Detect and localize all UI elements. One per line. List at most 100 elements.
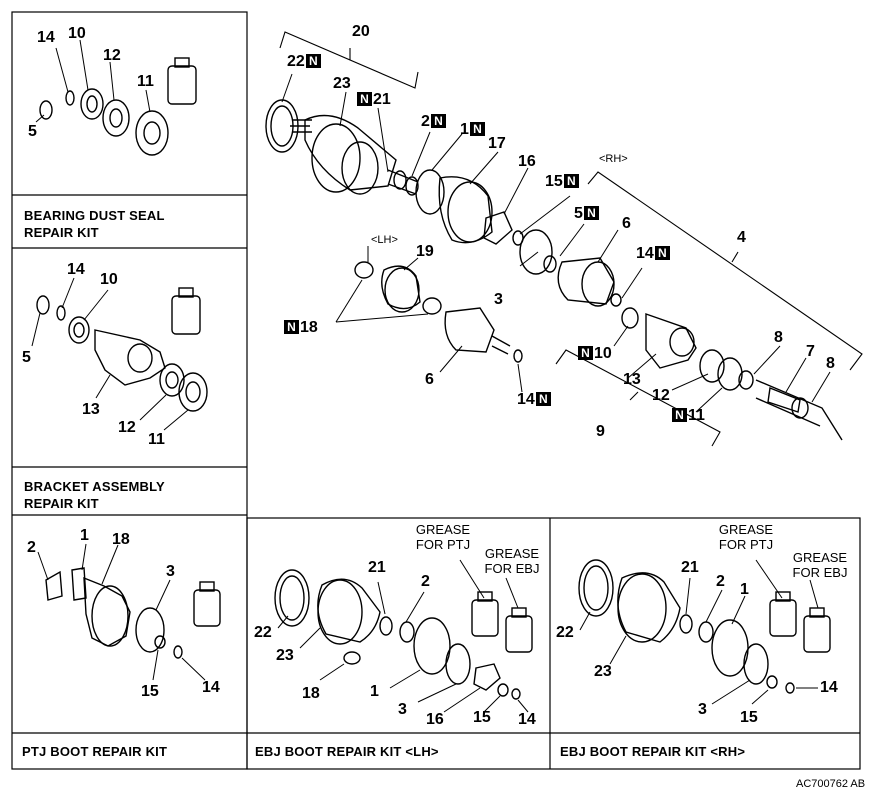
part-6-label: 6 bbox=[425, 371, 434, 388]
part-23-label: 23 bbox=[594, 663, 612, 680]
part-5-label: 5 bbox=[28, 123, 37, 140]
part-10-label: 10 bbox=[68, 25, 86, 42]
part-14-label: 14 bbox=[67, 261, 85, 278]
part-16-label: 16 bbox=[518, 153, 536, 170]
part-10-label: 10 bbox=[100, 271, 118, 288]
ptj-kit-leaders bbox=[37, 543, 206, 681]
part-22-label: 22 bbox=[254, 624, 272, 641]
part-3-label: 3 bbox=[698, 701, 707, 718]
part-13-label: 13 bbox=[82, 401, 100, 418]
grease-ptj-label: GREASE FOR PTJ bbox=[415, 522, 471, 552]
part-7-label: 7 bbox=[806, 343, 815, 360]
grease-ptj-label: GREASE FOR PTJ bbox=[718, 522, 774, 552]
part-13-label: 13 bbox=[623, 371, 641, 388]
new-part-mark: N bbox=[563, 174, 579, 188]
main-assembly-upper bbox=[265, 99, 553, 275]
part-2-label: 2 bbox=[421, 573, 430, 590]
ebj-lh-kit-leaders bbox=[277, 559, 529, 713]
ebj-rh-kit-parts bbox=[578, 559, 831, 694]
part-9-label: 9 bbox=[596, 423, 605, 440]
part-20-label: 20 bbox=[352, 23, 370, 40]
new-part-mark: N bbox=[578, 346, 593, 360]
part-16-label: 16 bbox=[426, 711, 444, 728]
part-8-label: 8 bbox=[774, 329, 783, 346]
new-part-mark: N bbox=[430, 114, 446, 128]
ptj-kit-caption: PTJ BOOT REPAIR KIT bbox=[22, 744, 168, 759]
part-12-label: 12 bbox=[103, 47, 121, 64]
new-part-mark: N bbox=[672, 408, 687, 422]
figure-code: AC700762 AB bbox=[796, 778, 866, 790]
part-21-label: 21 bbox=[681, 559, 699, 576]
bearing-kit-parts bbox=[39, 57, 197, 156]
part-4-label: 4 bbox=[737, 229, 746, 246]
part-12-label: 12 bbox=[118, 419, 136, 436]
part-15-label: 15 bbox=[473, 709, 491, 726]
part-14-label: 14 bbox=[518, 711, 536, 728]
part-15-label: 15 bbox=[141, 683, 159, 700]
part-23-label: 23 bbox=[276, 647, 294, 664]
rh-side-label: <RH> bbox=[599, 153, 628, 165]
new-part-mark: N bbox=[654, 246, 670, 260]
new-part-mark: N bbox=[284, 320, 299, 334]
part-1-label: 1 bbox=[740, 581, 749, 598]
part-3-label: 3 bbox=[166, 563, 175, 580]
new-part-mark: N bbox=[357, 92, 372, 106]
part-14-label: 14 bbox=[820, 679, 838, 696]
ebj-lh-kit-parts bbox=[274, 569, 533, 700]
part-12-label: 12 bbox=[652, 387, 670, 404]
main-leaders bbox=[281, 73, 831, 413]
part-5-label: 5 bbox=[22, 349, 31, 366]
part-22-label: 22 bbox=[556, 624, 574, 641]
part-6-label: 6 bbox=[622, 215, 631, 232]
main-assembly-lh bbox=[354, 261, 523, 363]
part-1-label: 1 bbox=[370, 683, 379, 700]
part-18-label: 18 bbox=[302, 685, 320, 702]
lh-side-label: <LH> bbox=[371, 234, 398, 246]
part-17-label: 17 bbox=[488, 135, 506, 152]
part-11-label: 11 bbox=[148, 431, 165, 448]
part-15-label: 15 bbox=[740, 709, 758, 726]
grease-ebj-label: GREASE FOR EBJ bbox=[792, 550, 848, 580]
part-11-label: 11 bbox=[137, 73, 154, 90]
ebj-rh-kit-caption: EBJ BOOT REPAIR KIT <RH> bbox=[560, 744, 746, 759]
part-14-label: 14 bbox=[37, 29, 55, 46]
grease-ebj-label: GREASE FOR EBJ bbox=[484, 546, 540, 576]
ebj-rh-kit-leaders bbox=[579, 559, 819, 705]
part-23-label: 23 bbox=[333, 75, 351, 92]
part-3-label: 3 bbox=[494, 291, 503, 308]
part-21-label: 21 bbox=[368, 559, 386, 576]
part-1-label: 1 bbox=[80, 527, 89, 544]
ebj-lh-kit-caption: EBJ BOOT REPAIR KIT <LH> bbox=[255, 744, 439, 759]
bracket-kit-caption: BRACKET ASSEMBLY REPAIR KIT bbox=[24, 479, 165, 511]
part-2-label: 2 bbox=[716, 573, 725, 590]
bearing-kit-leaders bbox=[35, 39, 151, 123]
panel-frames bbox=[11, 11, 861, 770]
part-19-label: 19 bbox=[416, 243, 434, 260]
new-part-mark: N bbox=[583, 206, 599, 220]
new-part-mark: N bbox=[469, 122, 485, 136]
part-14-label: 14 bbox=[202, 679, 220, 696]
bracket-lines bbox=[279, 31, 863, 447]
new-part-mark: N bbox=[535, 392, 551, 406]
new-part-mark: N bbox=[305, 54, 321, 68]
part-2-label: 2 bbox=[27, 539, 36, 556]
part-18-label: 18 bbox=[112, 531, 130, 548]
ptj-kit-parts bbox=[45, 567, 221, 659]
bracket-kit-parts bbox=[36, 287, 208, 412]
part-3-label: 3 bbox=[398, 701, 407, 718]
part-8-label: 8 bbox=[826, 355, 835, 372]
bracket-kit-leaders bbox=[31, 277, 189, 431]
